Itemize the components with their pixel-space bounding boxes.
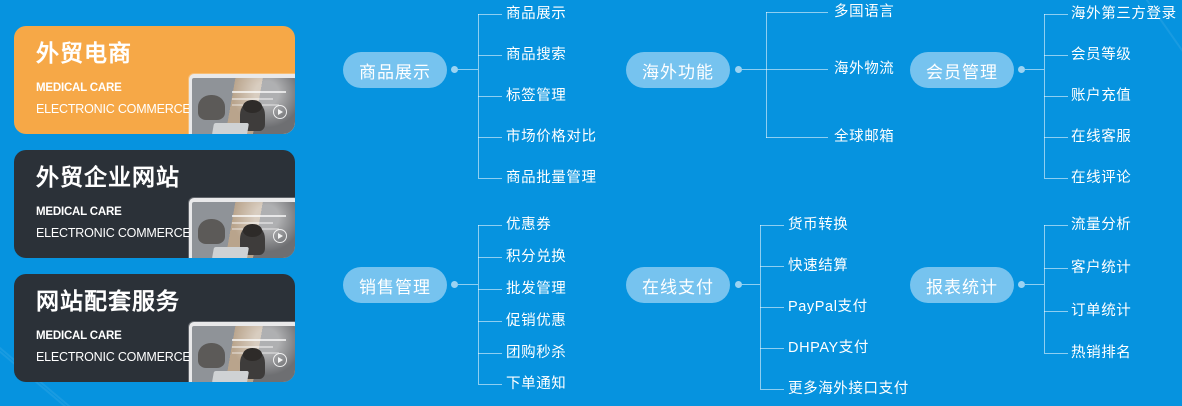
card-title: 外贸企业网站: [36, 164, 180, 190]
mindmap-leaf[interactable]: 全球邮箱: [834, 129, 895, 145]
card-title: 外贸电商: [36, 40, 132, 66]
play-icon: [272, 353, 287, 368]
mindmap-leaf[interactable]: PayPal支付: [788, 299, 868, 315]
mindmap-leaf[interactable]: 账户充值: [1071, 88, 1132, 104]
card-thumbnail-image: [189, 74, 295, 134]
card-subtitle-secondary: ELECTRONIC COMMERCE: [36, 350, 191, 364]
card-subtitle-secondary: ELECTRONIC COMMERCE: [36, 102, 191, 116]
card-title: 网站配套服务: [36, 288, 180, 314]
product-card-waimao-qiye-wangzhan[interactable]: 外贸企业网站 MEDICAL CARE ELECTRONIC COMMERCE: [14, 150, 295, 258]
connector-stub: [766, 12, 828, 13]
connector-spine: [1044, 225, 1045, 353]
mindmap-leaf[interactable]: 热销排名: [1071, 345, 1132, 361]
mindmap-leaf[interactable]: 客户统计: [1071, 260, 1132, 276]
connector-stub: [478, 321, 502, 322]
mindmap-leaf[interactable]: 积分兑换: [506, 249, 567, 265]
connector-stub: [1044, 178, 1068, 179]
card-subtitle-primary: MEDICAL CARE: [36, 82, 122, 94]
connector-stub: [1044, 137, 1068, 138]
mindmap-leaf[interactable]: 下单通知: [506, 376, 567, 392]
mindmap-node-huiyuan-guanli[interactable]: 会员管理: [910, 52, 1014, 88]
connector-dot: [1018, 281, 1025, 288]
connector-spine: [478, 225, 479, 384]
connector-line: [742, 69, 766, 70]
mindmap-leaf[interactable]: 商品批量管理: [506, 170, 597, 186]
card-thumbnail-image: [189, 322, 295, 382]
mindmap-leaf[interactable]: DHPAY支付: [788, 340, 870, 356]
connector-stub: [1044, 268, 1068, 269]
card-subtitle-secondary: ELECTRONIC COMMERCE: [36, 226, 191, 240]
mindmap-leaf[interactable]: 订单统计: [1071, 303, 1132, 319]
mindmap-leaf[interactable]: 市场价格对比: [506, 129, 597, 145]
connector-stub: [478, 257, 502, 258]
mindmap-leaf[interactable]: 更多海外接口支付: [788, 381, 909, 397]
connector-stub: [478, 14, 502, 15]
connector-stub: [760, 225, 784, 226]
mindmap-leaf[interactable]: 会员等级: [1071, 47, 1132, 63]
mindmap-node-zaixian-zhifu[interactable]: 在线支付: [626, 267, 730, 303]
mindmap-node-shangpin-zhanshi[interactable]: 商品展示: [343, 52, 447, 88]
mindmap-leaf[interactable]: 促销优惠: [506, 313, 567, 329]
mindmap-leaf[interactable]: 在线客服: [1071, 129, 1132, 145]
mindmap-leaf[interactable]: 商品搜索: [506, 47, 567, 63]
product-card-wangzhan-peitao-fuwu[interactable]: 网站配套服务 MEDICAL CARE ELECTRONIC COMMERCE: [14, 274, 295, 382]
connector-dot: [1018, 66, 1025, 73]
card-subtitle-primary: MEDICAL CARE: [36, 206, 122, 218]
mindmap-leaf[interactable]: 海外物流: [834, 61, 895, 77]
connector-line: [458, 69, 478, 70]
mindmap-leaf[interactable]: 海外第三方登录: [1071, 6, 1177, 22]
mindmap-leaf[interactable]: 商品展示: [506, 6, 567, 22]
connector-stub: [760, 307, 784, 308]
mindmap-leaf[interactable]: 批发管理: [506, 281, 567, 297]
connector-stub: [478, 289, 502, 290]
connector-stub: [760, 389, 784, 390]
mindmap-leaf[interactable]: 在线评论: [1071, 170, 1132, 186]
play-icon: [272, 229, 287, 244]
connector-stub: [478, 353, 502, 354]
connector-stub: [478, 178, 502, 179]
mindmap-leaf[interactable]: 优惠券: [506, 217, 552, 233]
connector-stub: [1044, 96, 1068, 97]
mindmap-node-haiwai-gongneng[interactable]: 海外功能: [626, 52, 730, 88]
connector-stub: [478, 55, 502, 56]
mindmap-node-baobiao-tongji[interactable]: 报表统计: [910, 267, 1014, 303]
connector-line: [1025, 284, 1044, 285]
card-subtitle-primary: MEDICAL CARE: [36, 330, 122, 342]
mindmap-leaf[interactable]: 流量分析: [1071, 217, 1132, 233]
mindmap-leaf[interactable]: 货币转换: [788, 217, 849, 233]
connector-stub: [478, 137, 502, 138]
connector-spine: [766, 12, 767, 138]
mindmap-node-xiaoshou-guanli[interactable]: 销售管理: [343, 267, 447, 303]
connector-stub: [478, 384, 502, 385]
connector-dot: [735, 281, 742, 288]
connector-stub: [760, 348, 784, 349]
connector-line: [1025, 69, 1044, 70]
connector-stub: [760, 266, 784, 267]
connector-stub: [1044, 14, 1068, 15]
connector-stub: [1044, 353, 1068, 354]
mindmap-leaf[interactable]: 快速结算: [788, 258, 849, 274]
mindmap-leaf[interactable]: 团购秒杀: [506, 345, 567, 361]
connector-dot: [735, 66, 742, 73]
connector-stub: [766, 137, 828, 138]
mindmap-leaf[interactable]: 多国语言: [834, 4, 895, 20]
connector-stub: [1044, 55, 1068, 56]
connector-dot: [451, 281, 458, 288]
connector-stub: [478, 96, 502, 97]
mindmap-leaf[interactable]: 标签管理: [506, 88, 567, 104]
connector-stub: [1044, 311, 1068, 312]
connector-stub: [478, 225, 502, 226]
connector-line: [458, 284, 478, 285]
connector-line: [742, 284, 760, 285]
card-thumbnail-image: [189, 198, 295, 258]
connector-stub: [1044, 225, 1068, 226]
play-icon: [272, 105, 287, 120]
product-card-waimao-dianshang[interactable]: 外贸电商 MEDICAL CARE ELECTRONIC COMMERCE: [14, 26, 295, 134]
connector-stub: [766, 69, 828, 70]
connector-dot: [451, 66, 458, 73]
